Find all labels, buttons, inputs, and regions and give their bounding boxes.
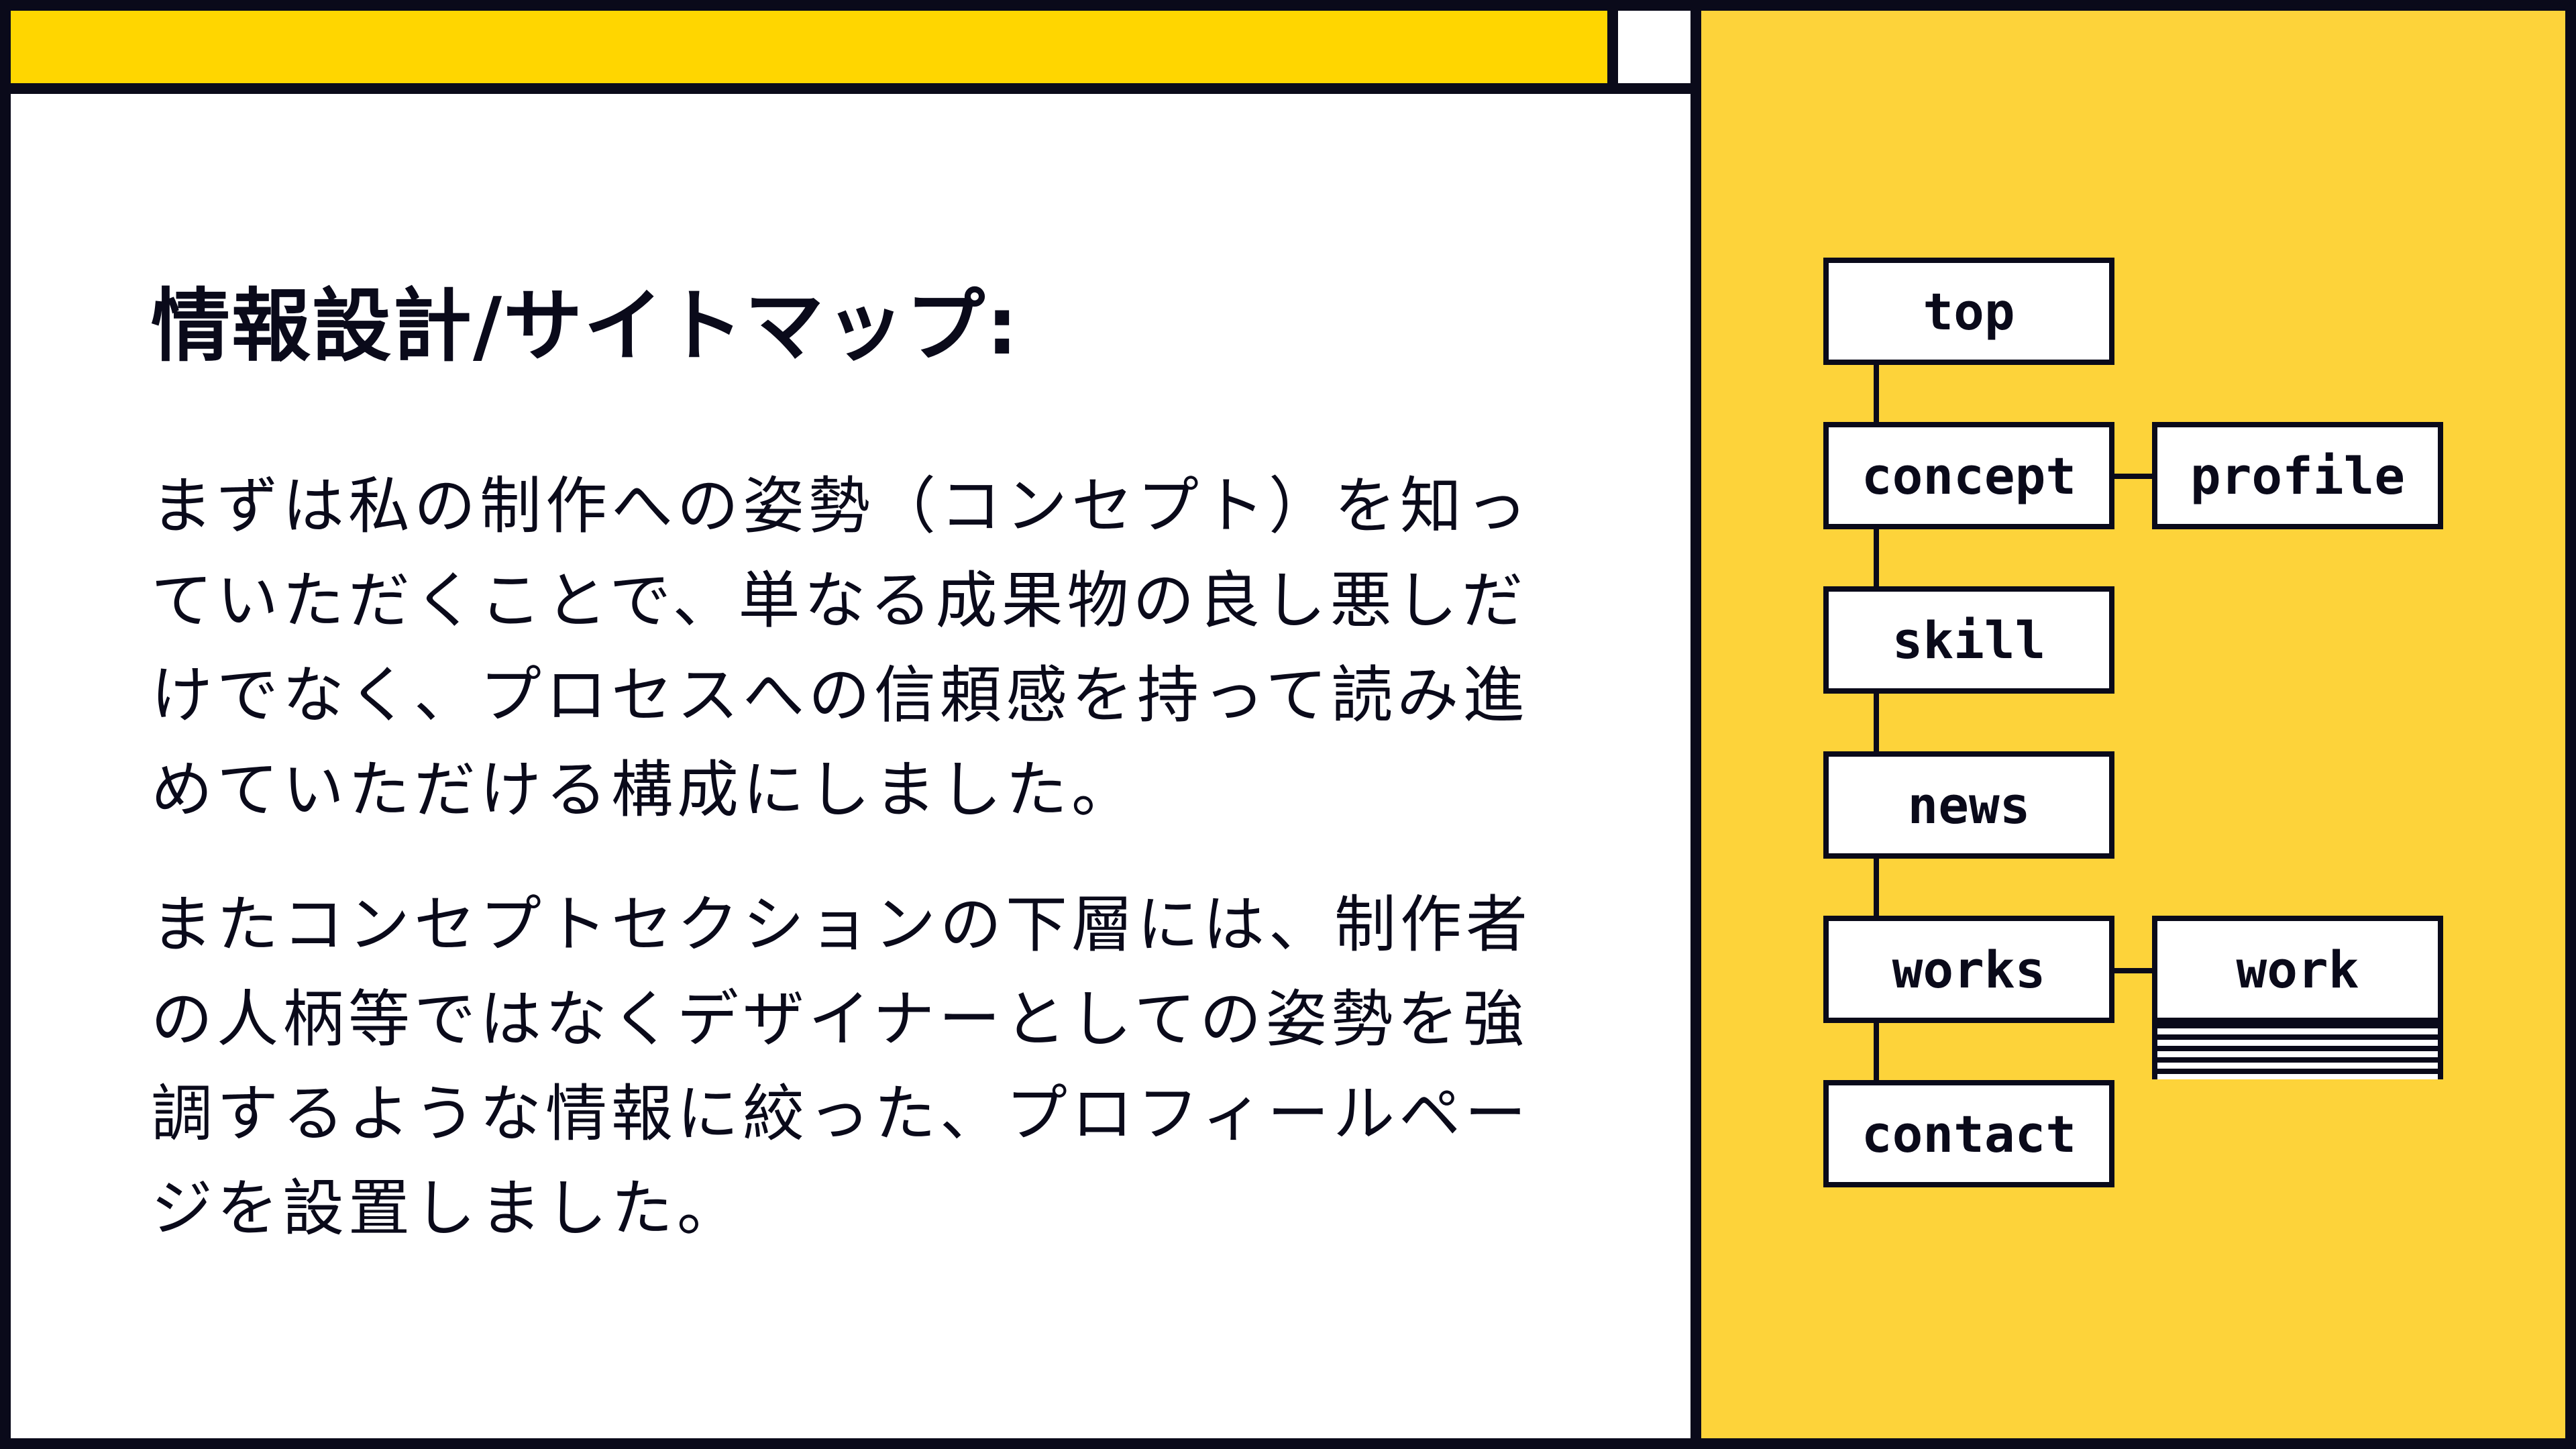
text-line: まずは私の制作への姿勢（コンセプト）を知っ [151, 470, 1532, 542]
paragraph-2: またコンセプトセクションの下層には、制作者 の人柄等ではなくデザイナーとしての姿… [151, 877, 1532, 1256]
text-line: の人柄等ではなくデザイナーとしての姿勢を強 [151, 983, 1529, 1055]
main-panel [11, 94, 1690, 1438]
node-concept: concept [1823, 422, 2114, 529]
node-profile: profile [2152, 422, 2443, 529]
node-contact: contact [1823, 1080, 2114, 1187]
paragraph-1: まずは私の制作への姿勢（コンセプト）を知っ ていただくことで、単なる成果物の良し… [151, 459, 1532, 837]
text-line: ていただくことで、単なる成果物の良し悪しだ [151, 565, 1527, 637]
text-line: 調するような情報に絞った、プロフィールペー [151, 1078, 1531, 1150]
sitemap-trunk-line [1874, 362, 1879, 1087]
top-yellow-bar [11, 11, 1607, 83]
text-line: ジを設置しました。 [151, 1173, 743, 1244]
text-line: またコンセプトセクションの下層には、制作者 [151, 889, 1532, 961]
text-line: けでなく、プロセスへの信頼感を持って読み進 [151, 659, 1529, 731]
work-stack-stripes [2152, 1023, 2443, 1079]
text-line: めていただける構成にしました。 [151, 754, 1138, 826]
node-work: work [2152, 916, 2443, 1023]
node-skill: skill [1823, 586, 2114, 694]
connector-concept-profile [2114, 474, 2152, 479]
node-top: top [1823, 258, 2114, 365]
node-works: works [1823, 916, 2114, 1023]
page-title: 情報設計/サイトマップ: [151, 280, 1020, 372]
sitemap-panel [1701, 11, 2565, 1438]
top-white-square [1618, 11, 1690, 83]
connector-works-work [2114, 968, 2152, 973]
node-news: news [1823, 751, 2114, 859]
